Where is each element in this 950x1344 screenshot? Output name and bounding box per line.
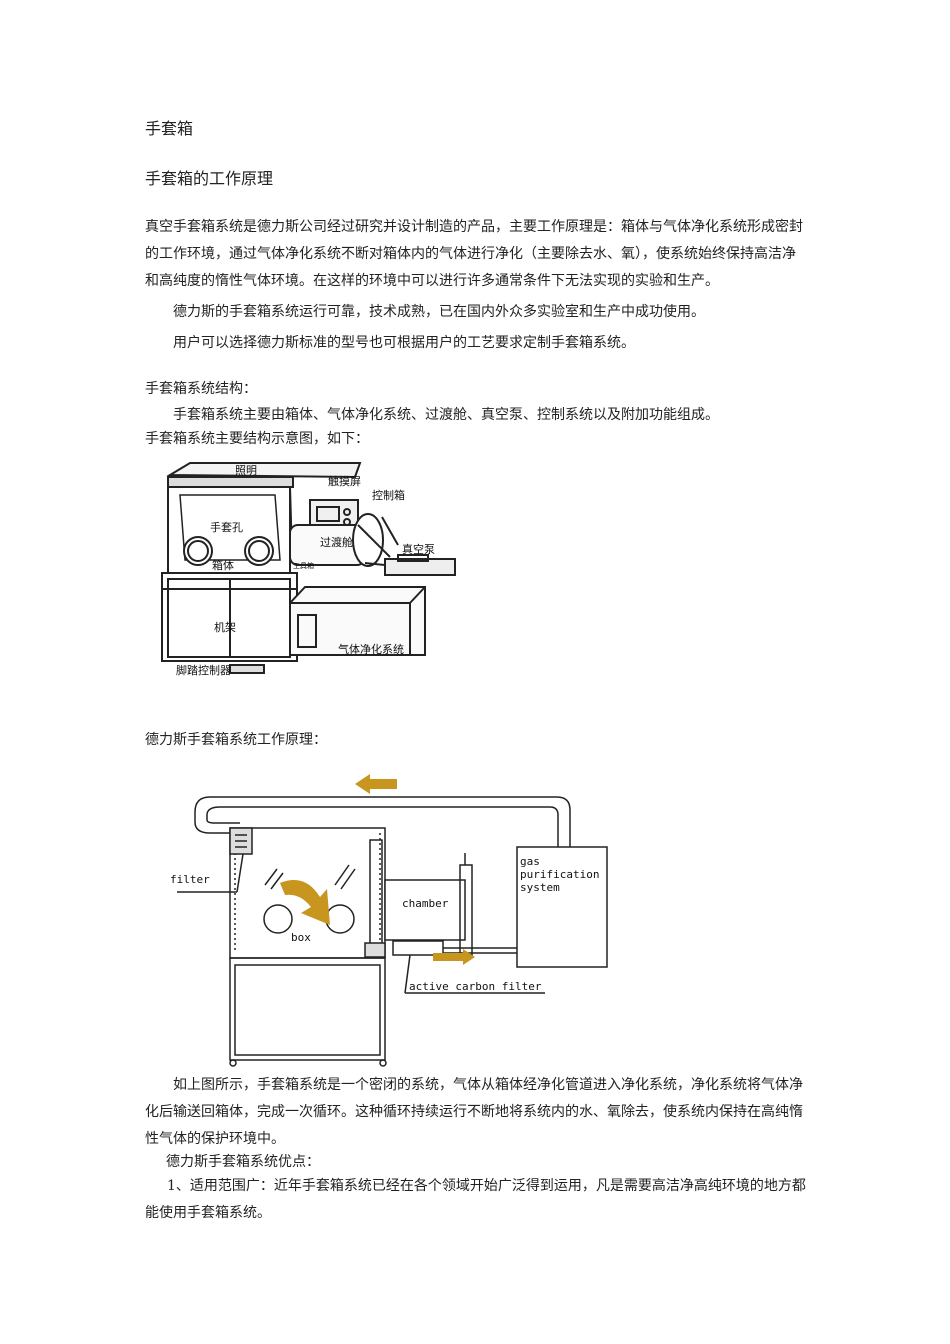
outflow-arrow xyxy=(433,949,475,965)
label-frame: 机架 xyxy=(214,620,236,634)
chamber-label: chamber xyxy=(402,897,449,910)
doc-title: 手套箱 xyxy=(145,119,194,138)
customize-paragraph: 用户可以选择德力斯标准的型号也可根据用户的工艺要求定制手套箱系统。 xyxy=(173,335,635,351)
purification-label: purification xyxy=(520,868,599,881)
structure-text: 手套箱系统主要由箱体、气体净化系统、过渡舱、真空泵、控制系统以及附加功能组成。 xyxy=(173,407,719,423)
principle-heading: 德力斯手套箱系统工作原理： xyxy=(145,732,327,748)
filter-label: filter xyxy=(170,873,210,886)
section-heading: 手套箱的工作原理 xyxy=(145,169,274,188)
circulation-arrow xyxy=(280,880,330,925)
label-control-box: 控制箱 xyxy=(372,488,405,502)
diagram-caption: 手套箱系统主要结构示意图，如下： xyxy=(145,431,369,447)
return-arrow xyxy=(355,774,397,794)
glovebox-structure-diagram: 照明 触摸屏 控制箱 手套孔 过渡舱 真空泵 箱体 工具箱 机架 气体净化系统 … xyxy=(161,462,456,677)
workflow-diagram: filter chamber box gas purification syst… xyxy=(170,774,608,1067)
reliability-paragraph: 德力斯的手套箱系统运行可靠，技术成熟，已在国内外众多实验室和生产中成功使用。 xyxy=(173,304,705,320)
flow-arrows xyxy=(280,774,475,965)
label-badge: 工具箱 xyxy=(293,561,314,570)
label-purifier: 气体净化系统 xyxy=(338,642,404,656)
label-lighting: 照明 xyxy=(235,464,257,477)
gas-label: gas xyxy=(520,855,540,868)
label-touchscreen: 触摸屏 xyxy=(328,474,361,488)
advantages-heading: 德力斯手套箱系统优点： xyxy=(166,1154,320,1170)
label-glove-port: 手套孔 xyxy=(210,520,243,534)
label-box: 箱体 xyxy=(212,558,234,572)
intro-paragraph: 真空手套箱系统是德力斯公司经过研究并设计制造的产品，主要工作原理是：箱体与气体净… xyxy=(145,219,803,289)
label-antechamber: 过渡舱 xyxy=(320,535,353,549)
label-vacuum-pump: 真空泵 xyxy=(402,542,435,556)
loop-paragraph: 如上图所示，手套箱系统是一个密闭的系统，气体从箱体经净化管道进入净化系统，净化系… xyxy=(145,1077,803,1147)
structure-heading: 手套箱系统结构： xyxy=(145,381,257,397)
system-label: system xyxy=(520,881,560,894)
advantage-1: 1、适用范围广：近年手套箱系统已经在各个领域开始广泛得到运用，凡是需要高洁净高纯… xyxy=(145,1178,806,1221)
box-label: box xyxy=(291,931,311,944)
carbon-filter-label: active carbon filter xyxy=(409,980,542,993)
label-foot-switch: 脚踏控制器 xyxy=(176,663,231,677)
